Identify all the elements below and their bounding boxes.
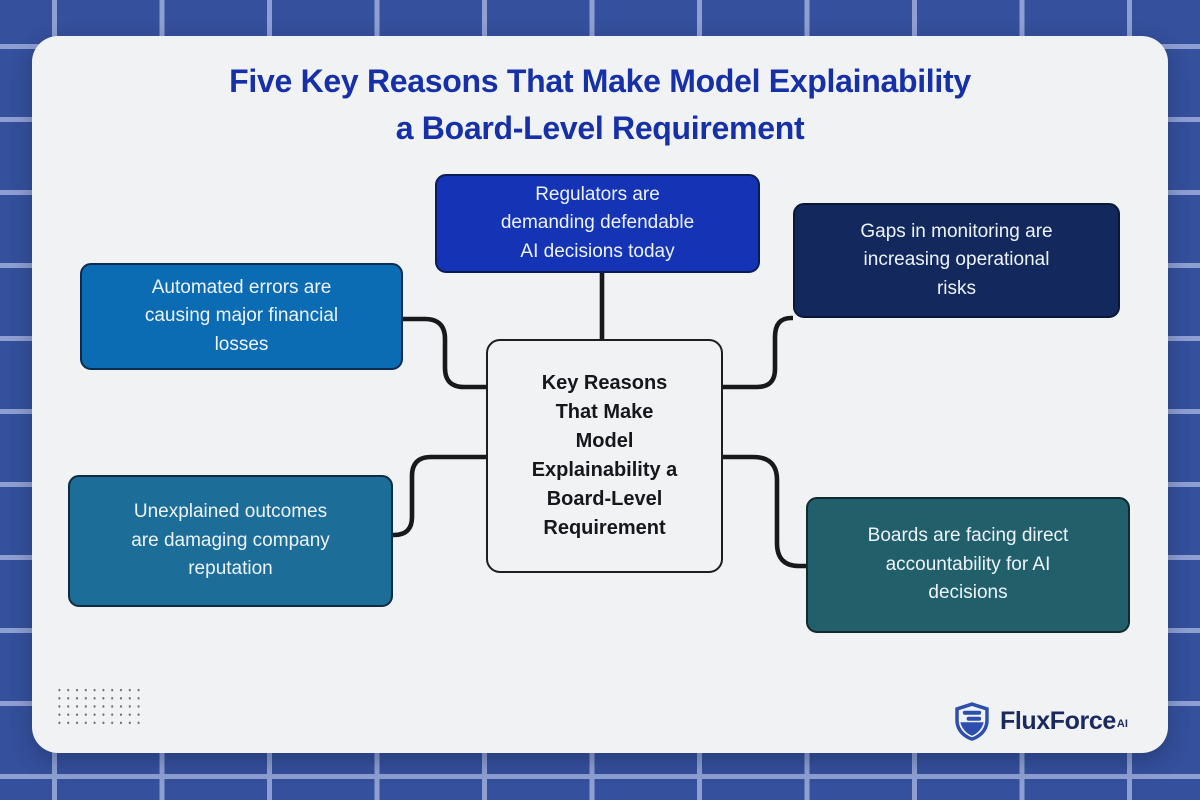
center-topic-line: That Make bbox=[555, 401, 654, 423]
center-topic-line: Requirement bbox=[543, 517, 666, 539]
node-automated-errors-line: causing major financial bbox=[144, 305, 339, 327]
node-unexplained-outcomes-line: reputation bbox=[188, 558, 273, 580]
node-unexplained-outcomes-line: Unexplained outcomes bbox=[133, 501, 328, 523]
center-topic-line: Board-Level bbox=[546, 488, 663, 510]
node-monitoring-gaps-line: risks bbox=[936, 277, 977, 299]
node-regulators-line: Regulators are bbox=[535, 183, 660, 205]
center-topic-line: Explainability a bbox=[531, 459, 678, 481]
brand-name-text: FluxForce bbox=[1000, 707, 1116, 735]
node-board-accountability-line: accountability for AI bbox=[885, 553, 1051, 575]
page-title-line-2: a Board-Level Requirement bbox=[395, 110, 805, 146]
node-unexplained-outcomes-line: are damaging company bbox=[131, 529, 330, 551]
node-board-accountability: Boards are facing direct accountability … bbox=[806, 497, 1130, 633]
node-board-accountability-line: decisions bbox=[928, 582, 1008, 604]
page-title-line-1: Five Key Reasons That Make Model Explain… bbox=[229, 63, 971, 99]
node-board-accountability-line: Boards are facing direct bbox=[867, 525, 1069, 547]
center-topic-line: Model bbox=[575, 430, 634, 452]
dot-grid-decoration bbox=[55, 686, 143, 728]
node-center-topic: Key Reasons That Make Model Explainabili… bbox=[486, 339, 723, 573]
brand-name: FluxForceAI bbox=[1000, 701, 1128, 742]
node-regulators: Regulators are demanding defendable AI d… bbox=[435, 174, 760, 273]
node-automated-errors: Automated errors are causing major finan… bbox=[80, 263, 403, 370]
node-automated-errors-line: Automated errors are bbox=[151, 276, 332, 298]
node-regulators-line: AI decisions today bbox=[520, 240, 675, 262]
node-monitoring-gaps-line: Gaps in monitoring are bbox=[860, 220, 1053, 242]
brand-suffix: AI bbox=[1116, 718, 1128, 730]
shield-icon bbox=[955, 702, 989, 741]
center-topic-line: Key Reasons bbox=[541, 372, 668, 394]
brand-logo: FluxForceAI bbox=[953, 701, 1128, 742]
node-regulators-line: demanding defendable bbox=[500, 212, 695, 234]
node-monitoring-gaps: Gaps in monitoring are increasing operat… bbox=[793, 203, 1120, 318]
node-unexplained-outcomes: Unexplained outcomes are damaging compan… bbox=[68, 475, 393, 607]
node-monitoring-gaps-line: increasing operational bbox=[863, 249, 1050, 271]
page-title: Five Key Reasons That Make Model Explain… bbox=[0, 58, 1200, 152]
node-automated-errors-line: losses bbox=[214, 333, 269, 355]
